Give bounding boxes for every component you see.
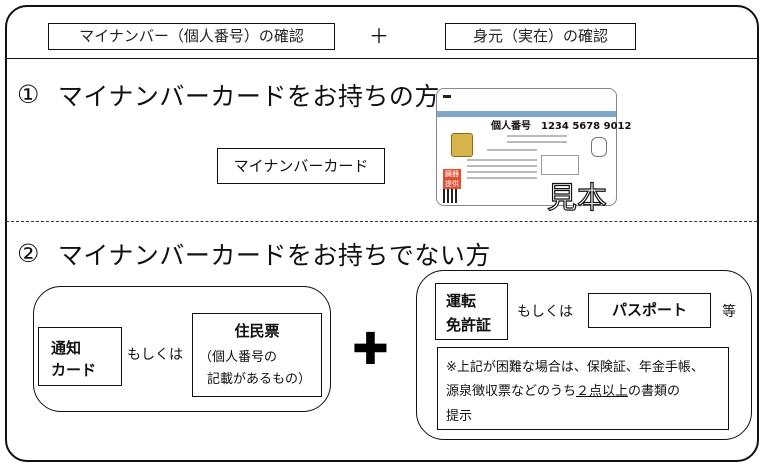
card-text-line (467, 165, 537, 167)
note-line2: 源泉徴収票などのうち２点以上の書類の (446, 380, 680, 399)
outer-frame (5, 5, 759, 462)
organ-donor-seal-icon: 臓器提供 (443, 169, 461, 189)
notification-card-line1: 通知 (51, 339, 82, 357)
section2-heading: ② マイナンバーカードをお持ちでない方 (17, 241, 491, 271)
note-line2-emphasis: ２点以上 (576, 384, 629, 399)
drivers-license-line2: 免許証 (446, 316, 492, 334)
resident-record-note-line1: （個人番号の (199, 350, 278, 365)
notification-card-line2: カード (51, 361, 97, 379)
card-number-line: 個人番号 1234 5678 9012 (491, 121, 632, 132)
note-line2-a: 源泉徴収票などのうち (446, 384, 577, 399)
sample-card-image: 個人番号 1234 5678 9012 臓器提供 見本 (436, 88, 631, 217)
mynumber-check-label: マイナンバー（個人番号）の確認 (48, 23, 335, 50)
resident-record-note-line2: 記載があるもの） (207, 372, 312, 387)
section2-number: ② (17, 239, 40, 268)
mynumber-card-box: マイナンバーカード (217, 148, 385, 184)
sample-mark: 見本 (546, 180, 607, 216)
notification-card-box: 通知 カード (38, 327, 122, 386)
card-band (437, 111, 616, 117)
header-divider (6, 58, 757, 59)
qr-code-icon (443, 189, 457, 203)
passport-box: パスポート (588, 293, 711, 328)
section-divider (6, 221, 757, 222)
card-text-line (487, 149, 537, 151)
ic-chip-icon (451, 133, 473, 157)
plus-sign: ＋ (369, 24, 389, 48)
or-text-right: もしくは (517, 304, 573, 320)
note-line1: ※上記が困難な場合は、保険証、年金手帳、 (446, 360, 704, 375)
note-line2-c: の書類の (628, 384, 681, 399)
alternative-documents-note-box: ※上記が困難な場合は、保険証、年金手帳、 源泉徴収票などのうち２点以上の書類の … (437, 347, 729, 430)
card-text-line (467, 171, 537, 173)
card-info-box (541, 155, 579, 175)
drivers-license-line1: 運転 (446, 292, 477, 310)
card-text-line (507, 141, 567, 143)
section1-heading: ① マイナンバーカードをお持ちの方 (17, 82, 440, 112)
drivers-license-box: 運転 免許証 (435, 283, 508, 340)
left-document-group (33, 286, 331, 412)
resident-record-title: 住民票 (234, 322, 280, 340)
card-mark-icon (443, 95, 451, 98)
big-plus-icon: ✚ (352, 324, 389, 375)
section1-number: ① (17, 80, 40, 109)
card-text-line (467, 177, 537, 179)
photo-icon (591, 137, 607, 157)
section2-title: マイナンバーカードをお持ちでない方 (57, 241, 491, 270)
right-document-group (416, 270, 752, 440)
section1-title: マイナンバーカードをお持ちの方 (57, 82, 440, 111)
note-line3: 提示 (446, 409, 473, 424)
card-text-line (467, 159, 537, 161)
resident-record-box: 住民票 （個人番号の 記載があるもの） (192, 313, 322, 397)
identity-check-label: 身元（実在）の確認 (445, 23, 636, 50)
etc-text: 等 (722, 304, 736, 320)
or-text-left: もしくは (127, 347, 183, 363)
card-text-line (507, 135, 567, 137)
